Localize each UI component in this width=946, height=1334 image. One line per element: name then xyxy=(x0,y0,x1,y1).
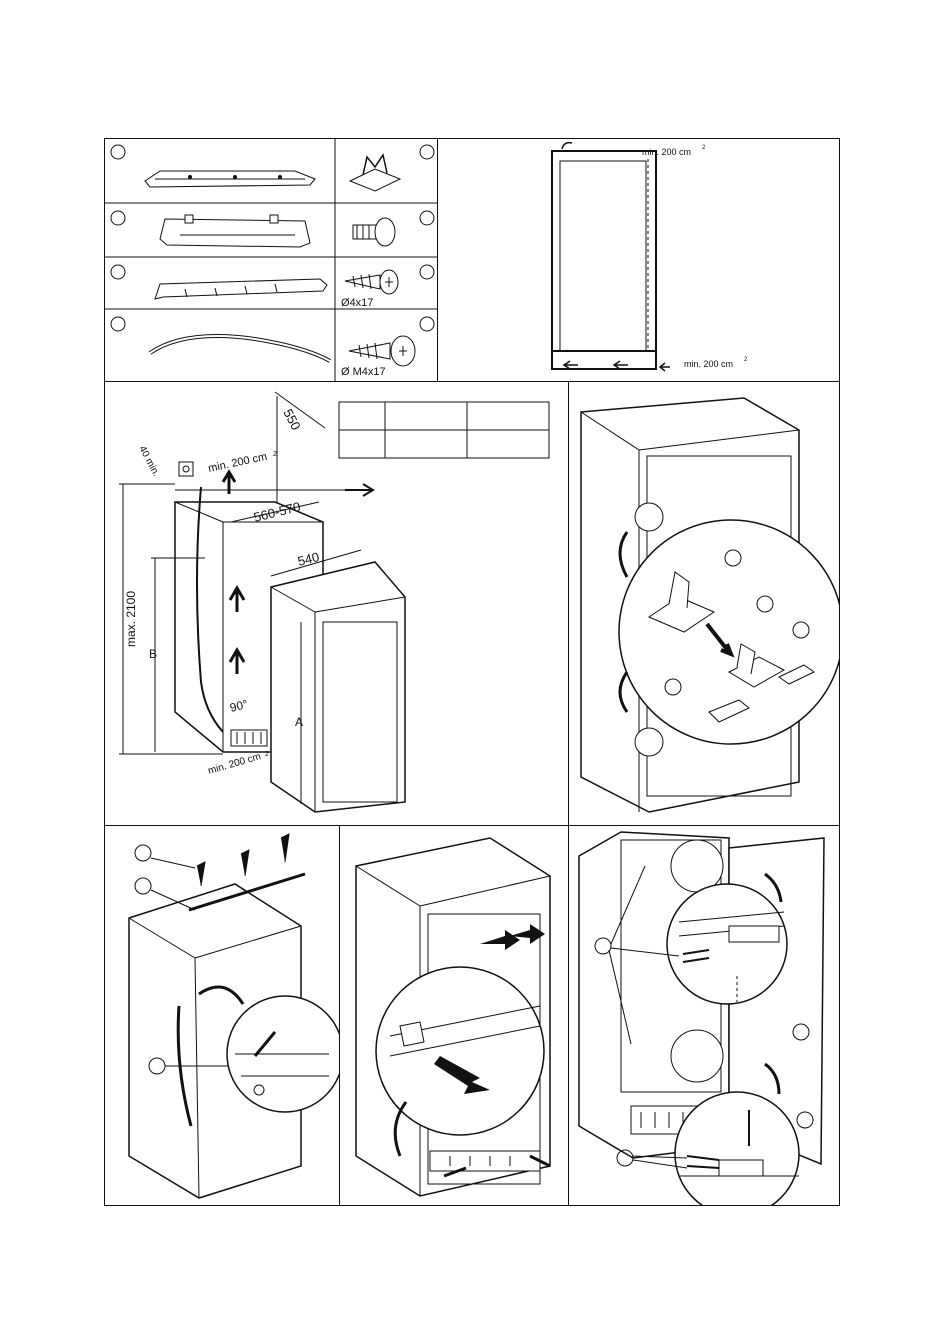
cover-install-diagram xyxy=(340,826,569,1206)
cover-install-panel xyxy=(339,825,569,1206)
screw-small-label: Ø4x17 xyxy=(341,297,373,309)
rail-install-panel xyxy=(104,825,340,1206)
dimension-table xyxy=(339,402,549,458)
vent-top-sup: 2 xyxy=(702,145,706,151)
niche-diagram: 40 min. min. 200 cm 2 550 560-570 540 ma… xyxy=(105,382,569,826)
label-a: A xyxy=(295,715,303,729)
hinge-diagram xyxy=(569,382,840,826)
hinge-panel xyxy=(568,381,840,826)
vent-bottom-sup: 2 xyxy=(744,357,748,363)
clip-bracket-icon xyxy=(350,145,434,191)
mounting-rail-icon xyxy=(111,145,315,187)
vent-top-dim-sup: 2 xyxy=(273,451,277,458)
label-b: B xyxy=(149,647,157,661)
bolt-icon xyxy=(353,211,434,246)
vent-bottom-dim-label: min. 200 cm xyxy=(207,751,262,777)
door-bracket-icon xyxy=(111,211,310,247)
height-max-label: max. 2100 xyxy=(124,591,138,647)
vent-top-dim-label: min. 200 cm xyxy=(207,451,268,475)
vent-bottom-dim-sup: 2 xyxy=(265,751,269,758)
vent-top-label: min. 200 cm xyxy=(642,147,691,157)
machine-screw-icon xyxy=(349,317,434,366)
ventilation-diagram: min. 200 cm 2 min. 200 cm 2 xyxy=(438,139,840,382)
parts-grid: Ø4x17 Ø M4x17 xyxy=(105,139,438,382)
door-fixing-diagram xyxy=(569,826,840,1206)
wood-screw-icon xyxy=(345,265,434,294)
screw-large-label: Ø M4x17 xyxy=(341,366,386,378)
parts-panel: Ø4x17 Ø M4x17 xyxy=(104,138,438,382)
vent-bottom-label: min. 200 cm xyxy=(684,359,733,369)
seal-strip-icon xyxy=(111,317,330,361)
gap-top-label: 40 min. xyxy=(136,444,161,478)
rail-install-diagram xyxy=(105,826,340,1206)
cover-strip-icon xyxy=(111,265,327,299)
ventilation-panel: min. 200 cm 2 min. 200 cm 2 xyxy=(437,138,840,382)
dimensions-panel: 40 min. min. 200 cm 2 550 560-570 540 ma… xyxy=(104,381,569,826)
door-fixing-panel xyxy=(568,825,840,1206)
